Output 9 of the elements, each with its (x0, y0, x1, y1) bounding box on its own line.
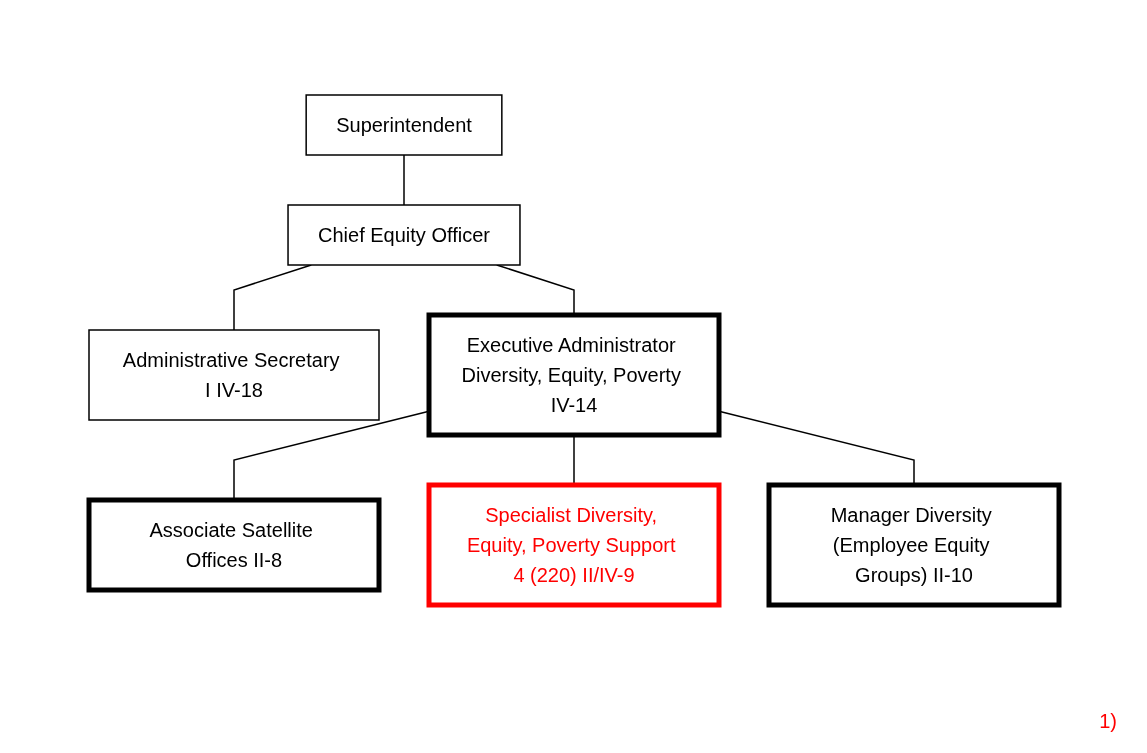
footnote-mark: 1) (1099, 710, 1117, 732)
connector (402, 154, 405, 206)
node-box: Executive Administrator Diversity, Equity, Poverty IV-14 (426, 312, 721, 438)
node-box: Chief Equity Officer (286, 204, 521, 266)
node-box: Associate Satellite Offices II-8 (86, 497, 381, 593)
node-box: Administrative Secretary I IV-18 (87, 329, 380, 421)
node-box: Superintendent (304, 94, 503, 156)
node-box: Manager Diversity (Employee Equity Groups) II-10 (766, 482, 1061, 608)
node-box: Specialist Diversity, Equity, Poverty Support 4 (220) II/IV-9 (426, 482, 721, 608)
